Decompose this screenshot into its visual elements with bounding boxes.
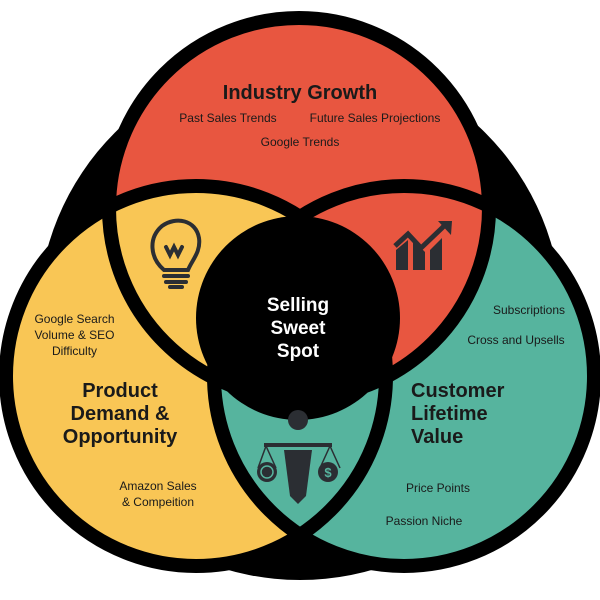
line: Opportunity — [62, 426, 178, 448]
industry-growth-title: Industry Growth — [222, 82, 378, 104]
center-line: Selling — [266, 295, 330, 316]
product-item: Amazon Sales & Compeition — [108, 478, 208, 510]
customer-item: Subscriptions — [492, 303, 566, 317]
rising-bar-chart-icon — [393, 221, 452, 270]
businessman-scales-icon: $ — [257, 410, 341, 504]
customer-item: Price Points — [405, 481, 471, 495]
customer-item: Passion Niche — [385, 514, 463, 528]
product-item: Google Search Volume & SEO Difficulty — [22, 311, 127, 359]
center-line: Spot — [276, 341, 320, 362]
industry-item: Future Sales Projections — [309, 111, 441, 125]
lightbulb-icon — [150, 218, 202, 289]
product-demand-title: Product Demand & Opportunity — [40, 380, 200, 449]
line: Lifetime — [411, 403, 488, 425]
line: Product — [82, 380, 158, 402]
line: & Compeition — [121, 495, 195, 509]
industry-item: Google Trends — [260, 135, 340, 149]
sweet-spot-title: Selling Sweet Spot — [230, 294, 366, 363]
line: Google Search — [34, 312, 115, 326]
line: Demand & — [70, 403, 170, 425]
customer-lifetime-title: Customer Lifetime Value — [411, 380, 504, 449]
line: Amazon Sales — [119, 479, 197, 493]
circle-outlines — [0, 11, 600, 573]
line: Customer — [411, 380, 505, 402]
svg-text:$: $ — [324, 465, 332, 480]
industry-item: Past Sales Trends — [179, 111, 277, 125]
customer-item: Cross and Upsells — [467, 333, 565, 347]
line: Value — [411, 426, 464, 448]
line: Volume & SEO — [34, 328, 115, 342]
line: Difficulty — [51, 344, 98, 358]
center-line: Sweet — [270, 318, 326, 339]
